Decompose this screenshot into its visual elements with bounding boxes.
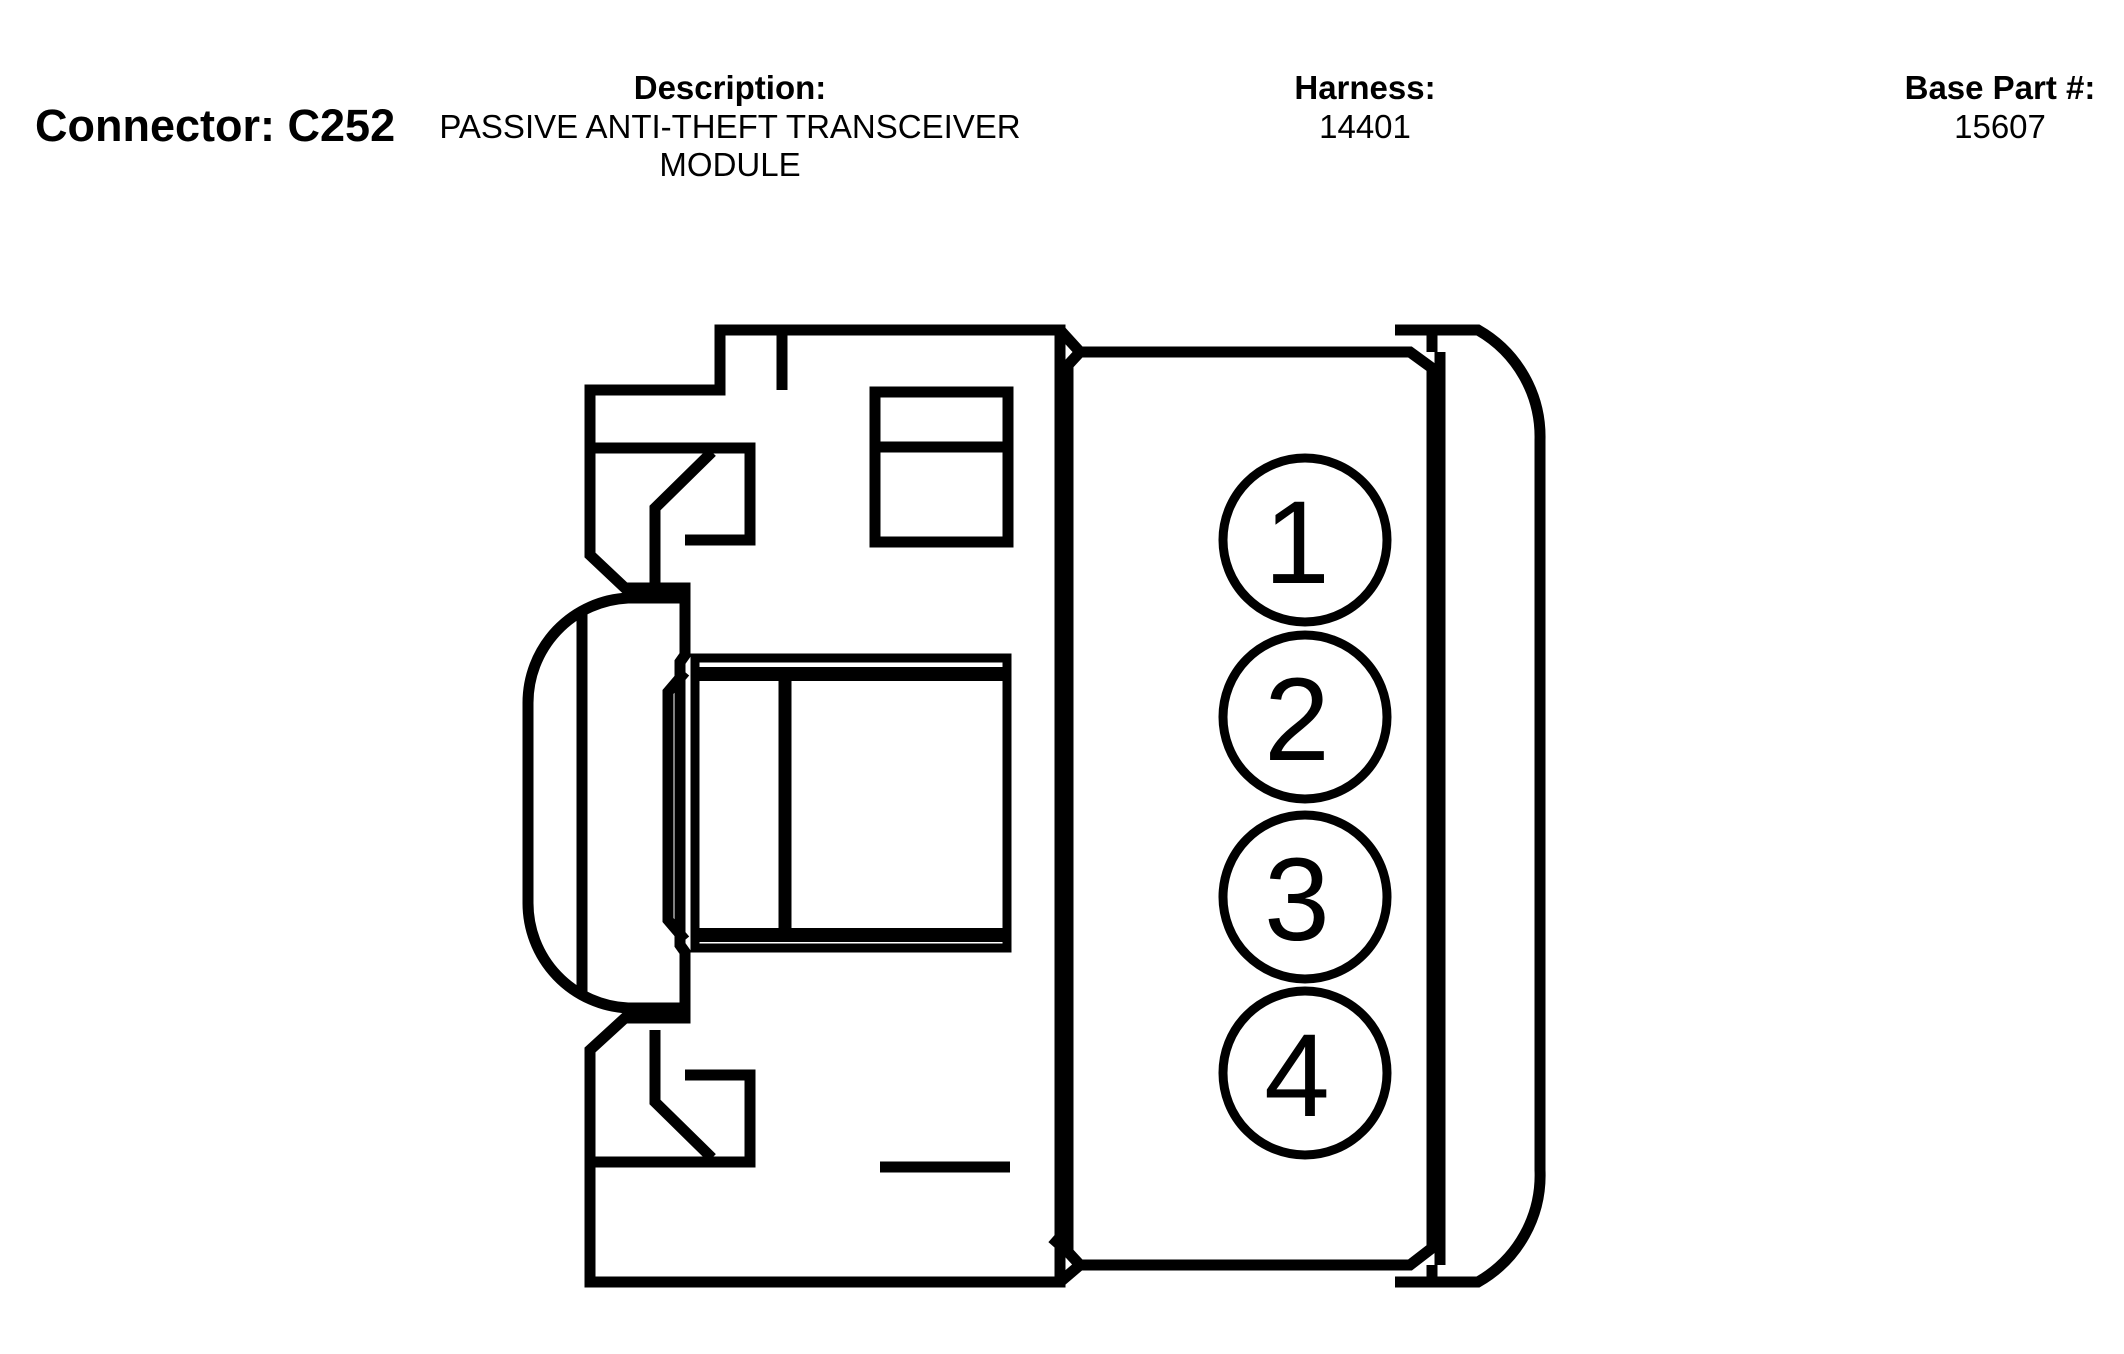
bottom-latch-rail xyxy=(590,1069,756,1168)
end-cap-top-edge xyxy=(1395,324,1438,352)
pin-labels: 1 2 3 4 xyxy=(1264,477,1330,1142)
connector-housing-left xyxy=(522,324,1066,1288)
bottom-latch-bevel xyxy=(649,1030,716,1162)
pin-3-label: 3 xyxy=(1264,834,1330,966)
pin-face-bottom-chamfer xyxy=(1056,1260,1084,1287)
slot-left-edge xyxy=(662,668,690,944)
pin-face-body xyxy=(1048,326,1438,1287)
top-window-outline xyxy=(869,386,1014,548)
harness-label: Harness: xyxy=(1294,69,1436,106)
top-window xyxy=(869,386,1014,548)
base-part-label: Base Part #: xyxy=(1904,69,2096,106)
pin-1-label: 1 xyxy=(1264,477,1330,609)
pin-4-circle xyxy=(1218,986,1392,1160)
pin-face-left-notch xyxy=(1048,1233,1072,1257)
top-notch xyxy=(720,324,788,390)
connector-id: C252 xyxy=(287,100,396,151)
top-latch-rail xyxy=(590,442,756,546)
pin-4-label: 4 xyxy=(1264,1010,1330,1142)
center-window-outline xyxy=(690,653,1012,953)
left-locking-tab xyxy=(522,592,685,1014)
pin-face-top-chamfer xyxy=(1055,326,1085,356)
end-cap-bottom-edge xyxy=(1395,1265,1438,1288)
top-latch-bevel xyxy=(649,448,716,588)
pin-1-circle xyxy=(1218,453,1392,627)
harness-field: Harness: 14401 xyxy=(1250,68,1480,146)
base-part-field: Base Part #: 15607 xyxy=(1880,68,2120,146)
connector-end-cap xyxy=(1395,324,1546,1288)
center-latch-window xyxy=(690,653,1012,953)
description-line-1: PASSIVE ANTI-THEFT TRANSCEIVER xyxy=(439,108,1021,145)
base-part-value: 15607 xyxy=(1954,108,2046,145)
description-line-2: MODULE xyxy=(659,146,801,183)
pin-2-label: 2 xyxy=(1264,654,1330,786)
pin-3-circle xyxy=(1218,810,1392,984)
pin-cavities xyxy=(1218,453,1392,1160)
pin-2-circle xyxy=(1218,630,1392,804)
description-label: Description: xyxy=(633,69,827,106)
connector-label: Connector: xyxy=(35,100,275,151)
pin-face-outline xyxy=(1062,346,1438,1271)
housing-left-outline xyxy=(584,324,1066,1288)
connector-header: Connector: C252 Description: PASSIVE ANT… xyxy=(0,0,2124,220)
connector-title: Connector: C252 xyxy=(35,100,395,152)
description-field: Description: PASSIVE ANTI-THEFT TRANSCEI… xyxy=(410,68,1050,184)
harness-value: 14401 xyxy=(1319,108,1411,145)
end-cap-outline xyxy=(1432,324,1546,1288)
